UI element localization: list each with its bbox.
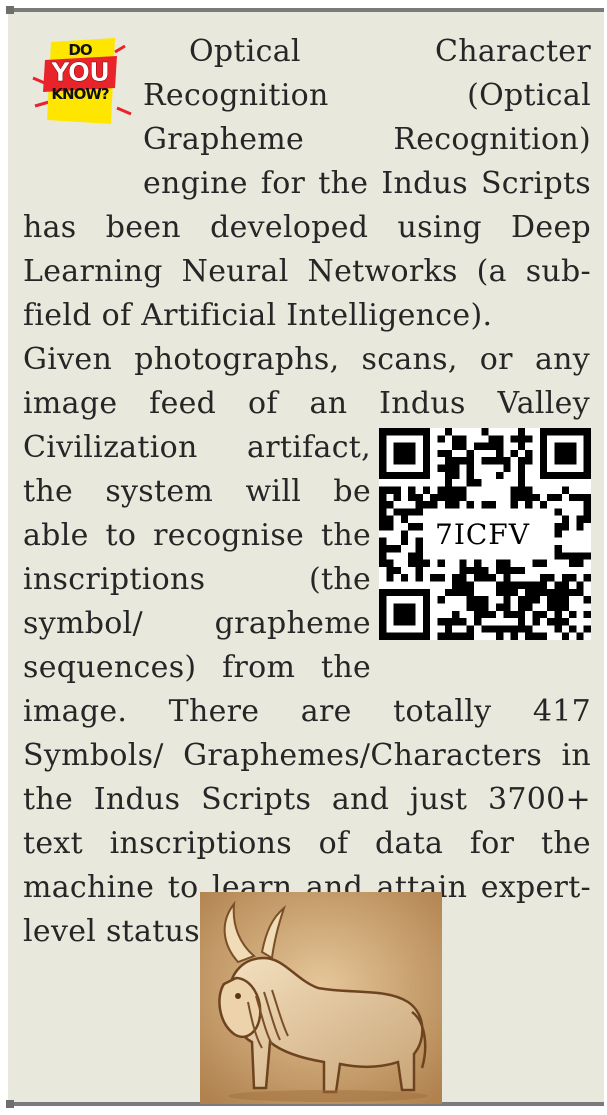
corner-marker xyxy=(6,1100,14,1108)
badge-line-do: DO xyxy=(68,41,92,59)
qr-float: 7ICFV xyxy=(371,422,591,652)
bull-seal-photo xyxy=(200,892,442,1104)
article-text: DO YOU KNOW? Optical Character Recogniti… xyxy=(23,30,591,954)
paragraph-ocr-engine: Optical Character Recognition (Optical G… xyxy=(23,34,591,333)
corner-marker xyxy=(6,6,14,14)
badge-line-you: YOU xyxy=(50,58,111,88)
qr-code[interactable]: 7ICFV xyxy=(379,428,591,640)
badge-float: DO YOU KNOW? xyxy=(23,30,143,206)
bull-seal-image xyxy=(200,892,442,1104)
do-you-know-badge: DO YOU KNOW? xyxy=(31,38,141,140)
qr-spacer xyxy=(590,338,591,426)
badge-graphic xyxy=(32,38,132,124)
badge-line-know: KNOW? xyxy=(51,85,109,103)
qr-code-graphic xyxy=(379,428,591,640)
paragraph-system-description: Given photographs, scans, or any image f… xyxy=(23,342,591,949)
did-you-know-box: DO YOU KNOW? Optical Character Recogniti… xyxy=(6,6,604,1108)
qr-code-label: 7ICFV xyxy=(429,518,536,552)
